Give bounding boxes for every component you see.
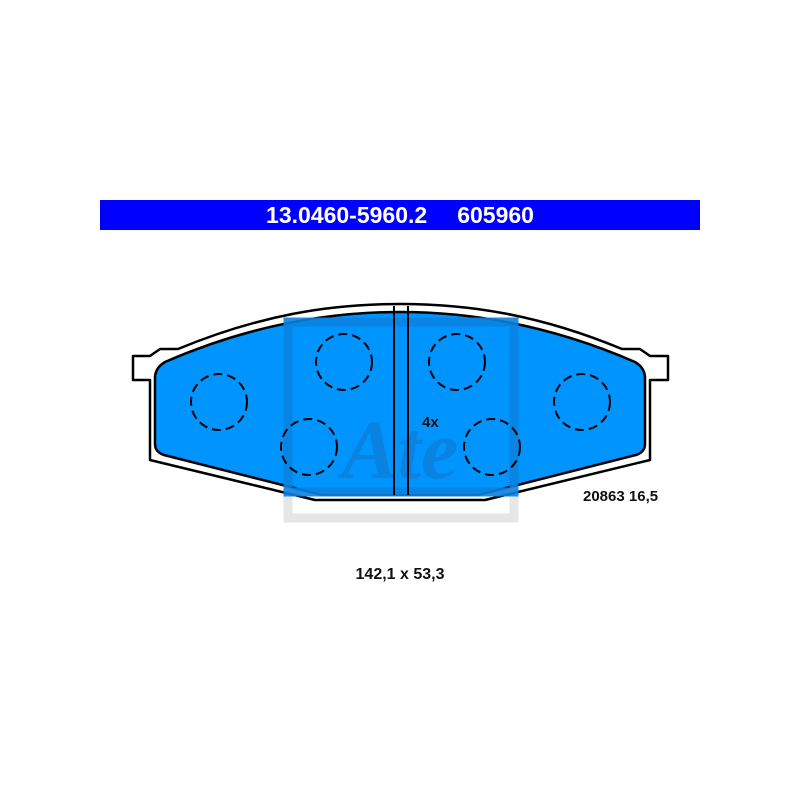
svg-text:Ate: Ate — [337, 404, 459, 497]
dashed-circle — [463, 418, 521, 476]
dashed-circle — [315, 333, 373, 391]
dimensions-label: 142,1 x 53,3 — [355, 566, 445, 583]
dashed-circle — [428, 333, 486, 391]
reference-number: 605960 — [457, 201, 534, 228]
part-number-header: 13.0460-5960.2 605960 — [100, 200, 700, 230]
reference-label: 20863 16,5 — [583, 488, 659, 505]
part-number: 13.0460-5960.2 — [266, 201, 428, 228]
dashed-circle — [553, 373, 611, 431]
dashed-circle — [280, 418, 338, 476]
quantity-label: 4x — [422, 414, 439, 431]
dashed-circle — [190, 373, 248, 431]
friction-pad — [153, 310, 647, 497]
